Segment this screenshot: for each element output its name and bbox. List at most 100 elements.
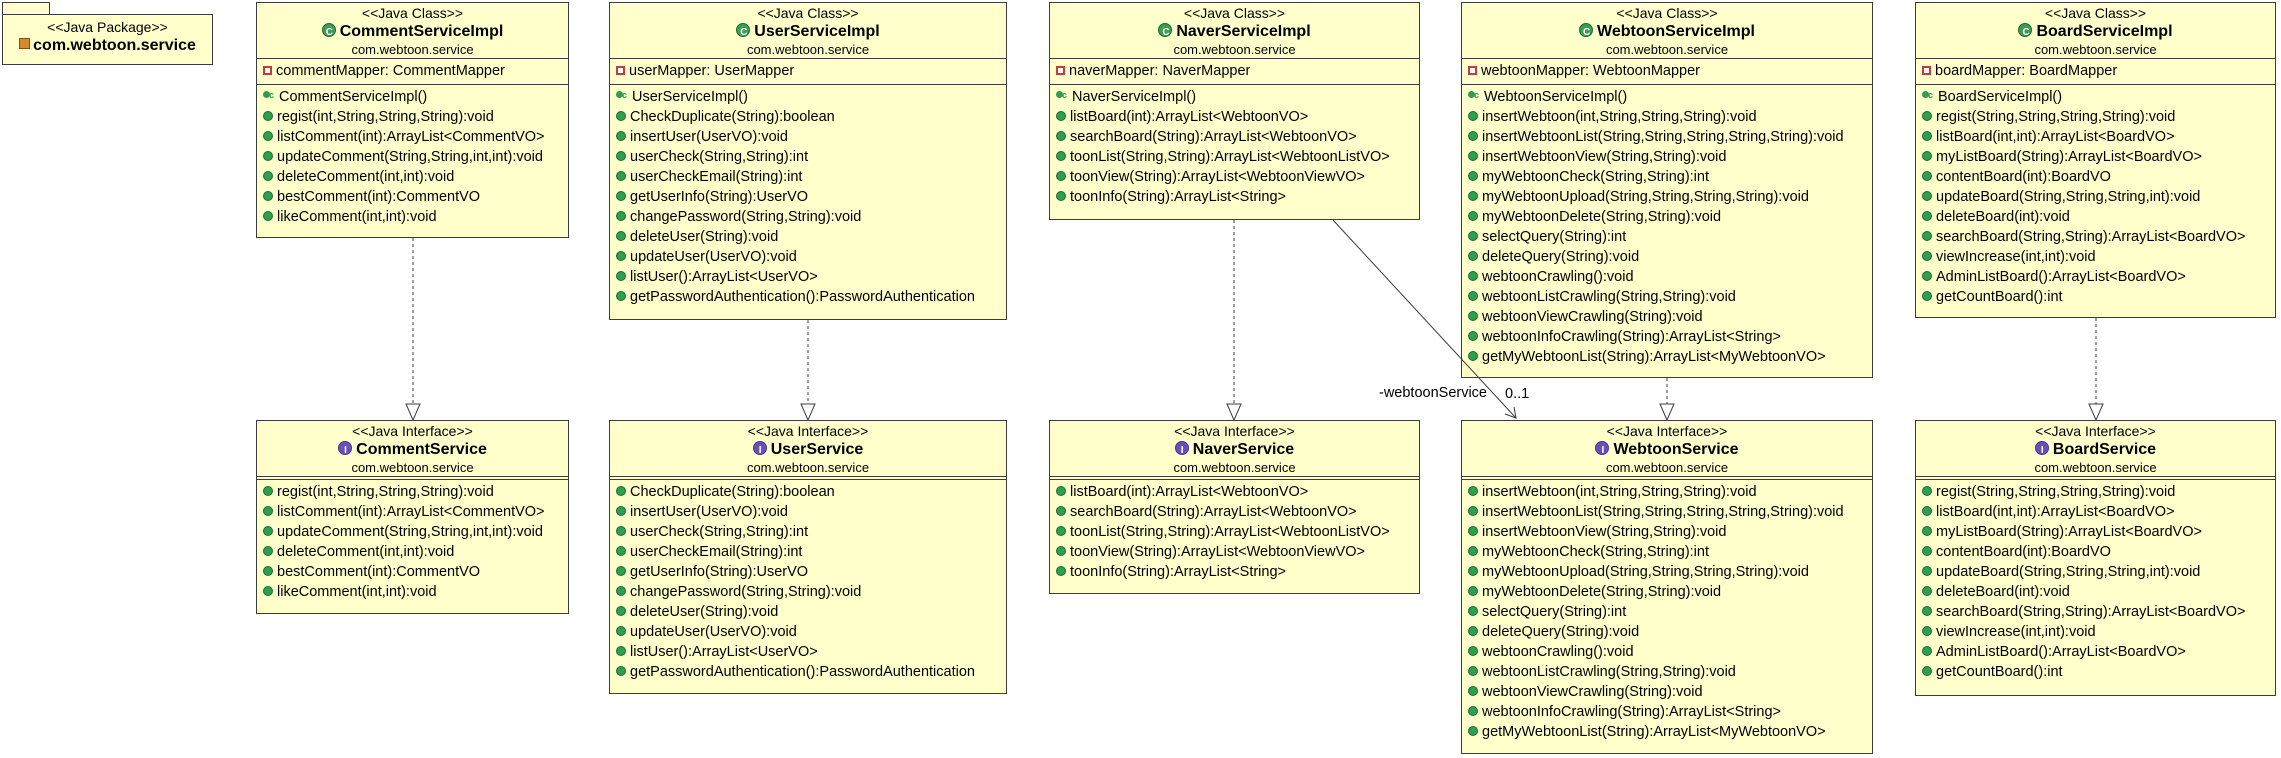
method-row[interactable]: insertUser(UserVO):void [616,502,1006,522]
field-row[interactable]: naverMapper: NaverMapper [1056,61,1419,81]
method-row[interactable]: likeComment(int,int):void [263,582,568,602]
constructor-row[interactable]: WebtoonServiceImpl() [1468,85,1872,107]
method-row[interactable]: webtoonInfoCrawling(String):ArrayList<St… [1468,702,1872,722]
field-row[interactable]: webtoonMapper: WebtoonMapper [1468,61,1872,81]
method-row[interactable]: myWebtoonUpload(String,String,String,Str… [1468,187,1872,207]
method-row[interactable]: myWebtoonCheck(String,String):int [1468,542,1872,562]
interface-comment-service[interactable]: <<Java Interface>>CommentServicecom.webt… [256,420,569,614]
method-row[interactable]: searchBoard(String):ArrayList<WebtoonVO> [1056,127,1419,147]
method-row[interactable]: getCountBoard():int [1922,662,2275,682]
class-board-service-impl[interactable]: <<Java Class>>BoardServiceImplcom.webtoo… [1915,2,2276,318]
method-row[interactable]: CheckDuplicate(String):boolean [616,482,1006,502]
method-row[interactable]: regist(int,String,String,String):void [263,107,568,127]
class-webtoon-service-impl[interactable]: <<Java Class>>WebtoonServiceImplcom.webt… [1461,2,1873,378]
constructor-row[interactable]: BoardServiceImpl() [1922,85,2275,107]
method-row[interactable]: searchBoard(String):ArrayList<WebtoonVO> [1056,502,1419,522]
method-row[interactable]: updateUser(UserVO):void [616,247,1006,267]
constructor-row[interactable]: UserServiceImpl() [616,85,1006,107]
method-row[interactable]: myListBoard(String):ArrayList<BoardVO> [1922,147,2275,167]
method-row[interactable]: deleteQuery(String):void [1468,247,1872,267]
method-row[interactable]: getUserInfo(String):UserVO [616,187,1006,207]
method-row[interactable]: deleteComment(int,int):void [263,167,568,187]
interface-naver-service[interactable]: <<Java Interface>>NaverServicecom.webtoo… [1049,420,1420,594]
constructor-row[interactable]: NaverServiceImpl() [1056,85,1419,107]
method-row[interactable]: insertUser(UserVO):void [616,127,1006,147]
method-row[interactable]: insertWebtoonList(String,String,String,S… [1468,502,1872,522]
method-row[interactable]: deleteBoard(int):void [1922,207,2275,227]
method-row[interactable]: changePassword(String,String):void [616,207,1006,227]
class-user-service-impl[interactable]: <<Java Class>>UserServiceImplcom.webtoon… [609,2,1007,320]
field-row[interactable]: boardMapper: BoardMapper [1922,61,2275,81]
method-row[interactable]: webtoonListCrawling(String,String):void [1468,662,1872,682]
method-row[interactable]: AdminListBoard():ArrayList<BoardVO> [1922,642,2275,662]
method-row[interactable]: listComment(int):ArrayList<CommentVO> [263,502,568,522]
method-row[interactable]: myWebtoonUpload(String,String,String,Str… [1468,562,1872,582]
method-row[interactable]: searchBoard(String,String):ArrayList<Boa… [1922,227,2275,247]
method-row[interactable]: webtoonViewCrawling(String):void [1468,682,1872,702]
method-row[interactable]: myWebtoonDelete(String,String):void [1468,582,1872,602]
method-row[interactable]: webtoonListCrawling(String,String):void [1468,287,1872,307]
method-row[interactable]: webtoonViewCrawling(String):void [1468,307,1872,327]
method-row[interactable]: changePassword(String,String):void [616,582,1006,602]
interface-user-service[interactable]: <<Java Interface>>UserServicecom.webtoon… [609,420,1007,694]
method-row[interactable]: toonList(String,String):ArrayList<Webtoo… [1056,522,1419,542]
method-row[interactable]: contentBoard(int):BoardVO [1922,542,2275,562]
method-row[interactable]: updateComment(String,String,int,int):voi… [263,147,568,167]
method-row[interactable]: regist(String,String,String,String):void [1922,107,2275,127]
class-naver-service-impl[interactable]: <<Java Class>>NaverServiceImplcom.webtoo… [1049,2,1420,220]
method-row[interactable]: userCheck(String,String):int [616,147,1006,167]
method-row[interactable]: getMyWebtoonList(String):ArrayList<MyWeb… [1468,347,1872,367]
field-row[interactable]: userMapper: UserMapper [616,61,1006,81]
method-row[interactable]: insertWebtoon(int,String,String,String):… [1468,107,1872,127]
method-row[interactable]: toonView(String):ArrayList<WebtoonViewVO… [1056,542,1419,562]
package-box[interactable]: <<Java Package>> com.webtoon.service [2,14,213,65]
method-row[interactable]: getCountBoard():int [1922,287,2275,307]
method-row[interactable]: updateUser(UserVO):void [616,622,1006,642]
interface-webtoon-service[interactable]: <<Java Interface>>WebtoonServicecom.webt… [1461,420,1873,754]
method-row[interactable]: listUser():ArrayList<UserVO> [616,267,1006,287]
method-row[interactable]: CheckDuplicate(String):boolean [616,107,1006,127]
method-row[interactable]: updateComment(String,String,int,int):voi… [263,522,568,542]
method-row[interactable]: toonList(String,String):ArrayList<Webtoo… [1056,147,1419,167]
method-row[interactable]: listBoard(int):ArrayList<WebtoonVO> [1056,107,1419,127]
method-row[interactable]: userCheckEmail(String):int [616,542,1006,562]
class-comment-service-impl[interactable]: <<Java Class>>CommentServiceImplcom.webt… [256,2,569,238]
interface-board-service[interactable]: <<Java Interface>>BoardServicecom.webtoo… [1915,420,2276,696]
method-row[interactable]: insertWebtoonView(String,String):void [1468,147,1872,167]
method-row[interactable]: bestComment(int):CommentVO [263,562,568,582]
method-row[interactable]: listBoard(int,int):ArrayList<BoardVO> [1922,127,2275,147]
method-row[interactable]: searchBoard(String,String):ArrayList<Boa… [1922,602,2275,622]
method-row[interactable]: toonInfo(String):ArrayList<String> [1056,187,1419,207]
method-row[interactable]: myListBoard(String):ArrayList<BoardVO> [1922,522,2275,542]
method-row[interactable]: toonView(String):ArrayList<WebtoonViewVO… [1056,167,1419,187]
method-row[interactable]: viewIncrease(int,int):void [1922,247,2275,267]
method-row[interactable]: likeComment(int,int):void [263,207,568,227]
method-row[interactable]: listBoard(int):ArrayList<WebtoonVO> [1056,482,1419,502]
field-row[interactable]: commentMapper: CommentMapper [263,61,568,81]
method-row[interactable]: regist(String,String,String,String):void [1922,482,2275,502]
method-row[interactable]: updateBoard(String,String,String,int):vo… [1922,187,2275,207]
method-row[interactable]: deleteQuery(String):void [1468,622,1872,642]
method-row[interactable]: listUser():ArrayList<UserVO> [616,642,1006,662]
method-row[interactable]: deleteBoard(int):void [1922,582,2275,602]
method-row[interactable]: contentBoard(int):BoardVO [1922,167,2275,187]
method-row[interactable]: webtoonCrawling():void [1468,267,1872,287]
method-row[interactable]: listComment(int):ArrayList<CommentVO> [263,127,568,147]
method-row[interactable]: webtoonInfoCrawling(String):ArrayList<St… [1468,327,1872,347]
method-row[interactable]: userCheck(String,String):int [616,522,1006,542]
constructor-row[interactable]: CommentServiceImpl() [263,85,568,107]
method-row[interactable]: insertWebtoonList(String,String,String,S… [1468,127,1872,147]
method-row[interactable]: bestComment(int):CommentVO [263,187,568,207]
method-row[interactable]: getPasswordAuthentication():PasswordAuth… [616,287,1006,307]
method-row[interactable]: getUserInfo(String):UserVO [616,562,1006,582]
method-row[interactable]: updateBoard(String,String,String,int):vo… [1922,562,2275,582]
method-row[interactable]: deleteUser(String):void [616,227,1006,247]
method-row[interactable]: selectQuery(String):int [1468,227,1872,247]
method-row[interactable]: myWebtoonCheck(String,String):int [1468,167,1872,187]
method-row[interactable]: regist(int,String,String,String):void [263,482,568,502]
method-row[interactable]: webtoonCrawling():void [1468,642,1872,662]
method-row[interactable]: deleteComment(int,int):void [263,542,568,562]
method-row[interactable]: toonInfo(String):ArrayList<String> [1056,562,1419,582]
method-row[interactable]: viewIncrease(int,int):void [1922,622,2275,642]
method-row[interactable]: deleteUser(String):void [616,602,1006,622]
